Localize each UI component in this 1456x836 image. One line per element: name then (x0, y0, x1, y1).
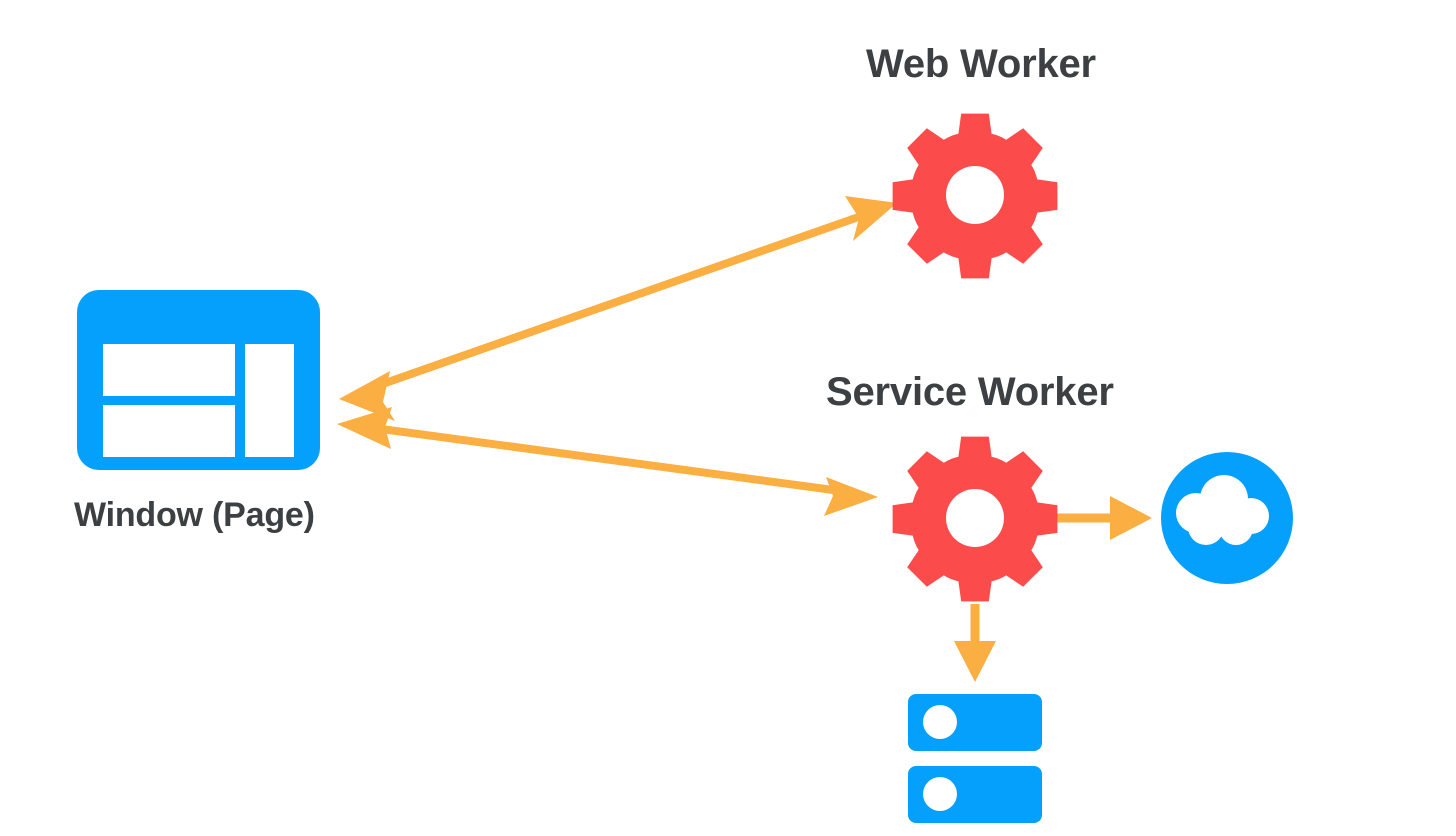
window-page-label: Window (Page) (74, 496, 315, 534)
arrowhead-end (824, 477, 878, 516)
edge-line (372, 209, 872, 391)
gear-hub (946, 489, 1004, 547)
cloud-shape (1176, 475, 1269, 545)
gear-hub (946, 166, 1004, 224)
window-pane-bottom-left (103, 405, 235, 457)
database-icon[interactable] (908, 694, 1042, 823)
database-led-top (923, 705, 957, 739)
edge-window-to-web-worker (339, 196, 897, 421)
edge-window-to-service-worker (337, 407, 878, 516)
window-pane-right (245, 344, 294, 457)
service-worker-gear-icon[interactable] (892, 436, 1058, 602)
arrowhead-end (1110, 496, 1152, 540)
database-led-bottom (923, 777, 957, 811)
edge-service-worker-to-cache (954, 604, 996, 682)
edge-line (373, 424, 849, 496)
web-worker-gear-icon[interactable] (892, 113, 1058, 279)
browser-window-icon[interactable] (77, 290, 320, 470)
web-worker-label: Web Worker (866, 42, 1096, 86)
arrowhead-start (339, 371, 395, 421)
service-worker-label: Service Worker (826, 370, 1114, 414)
arrowhead-end (954, 641, 996, 682)
cloud-icon[interactable] (1161, 452, 1293, 584)
arrowhead-start (337, 407, 392, 449)
arrowhead-end (845, 196, 897, 241)
edge-service-worker-to-cloud (1052, 496, 1152, 540)
window-pane-top-left (103, 344, 235, 396)
